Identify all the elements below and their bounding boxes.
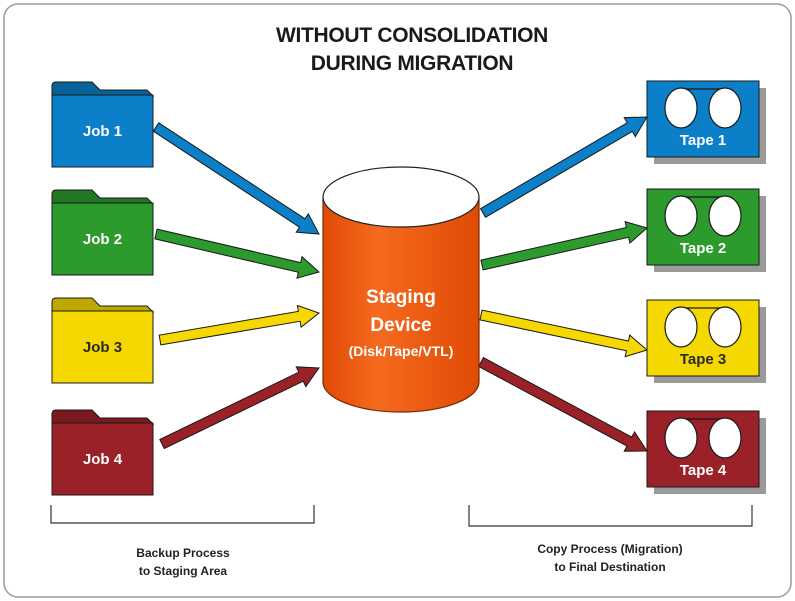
title-line-1: WITHOUT CONSOLIDATION — [276, 24, 548, 47]
caption-right-line-2: to Final Destination — [554, 560, 665, 574]
jobs-group: Job 1 Job 2 Job 3 Job 4 — [51, 81, 155, 496]
tape-label: Tape 4 — [680, 462, 727, 479]
arrow-staging-to-tape-3 — [479, 309, 649, 358]
tape-label: Tape 2 — [680, 240, 726, 257]
tape-reel-right — [708, 87, 742, 129]
tape-label: Tape 3 — [680, 351, 726, 368]
caption-left-line-2: to Staging Area — [139, 564, 228, 578]
tape-body — [646, 299, 760, 377]
tape-label: Tape 1 — [680, 132, 726, 149]
tape-reel-left — [664, 87, 698, 129]
job-folder-3: Job 3 — [51, 297, 155, 384]
tape-4: Tape 4 — [646, 410, 766, 494]
job-label: Job 2 — [83, 231, 122, 248]
arrow-job-4-to-staging — [159, 366, 320, 450]
title-line-2: DURING MIGRATION — [311, 52, 513, 75]
arrow-staging-to-tape-4 — [477, 356, 648, 452]
staging-device-cylinder: Staging Device (Disk/Tape/VTL) — [322, 166, 480, 413]
folder-body — [51, 202, 154, 276]
job-folder-4: Job 4 — [51, 409, 155, 496]
arrow-staging-to-tape-2 — [480, 220, 649, 271]
tapes-group: Tape 1 Tape 2 Tape 3 Tape 4 — [646, 80, 766, 494]
arrow-job-1-to-staging — [152, 122, 320, 235]
folder-body — [51, 422, 154, 496]
tape-body — [646, 80, 760, 158]
job-folder-1: Job 1 — [51, 81, 155, 168]
tape-1: Tape 1 — [646, 80, 766, 164]
tape-reel-left — [664, 306, 698, 348]
folder-tab — [51, 297, 155, 313]
folder-tab — [51, 81, 155, 97]
job-folder-2: Job 2 — [51, 189, 155, 276]
folder-tab — [51, 189, 155, 205]
staging-label-line-1: Staging — [366, 287, 436, 308]
staging-label-line-3: (Disk/Tape/VTL) — [349, 343, 454, 359]
tape-reel-right — [708, 306, 742, 348]
staging-label-line-2: Device — [370, 315, 431, 336]
job-label: Job 3 — [83, 339, 122, 356]
tape-reel-left — [664, 417, 698, 459]
folder-body — [51, 94, 154, 168]
tape-reel-left — [664, 195, 698, 237]
arrow-job-2-to-staging — [154, 228, 321, 279]
right-bracket — [468, 505, 753, 527]
arrows-group — [152, 116, 649, 452]
tape-reel-right — [708, 417, 742, 459]
caption-right-line-1: Copy Process (Migration) — [537, 542, 682, 556]
job-label: Job 1 — [83, 123, 122, 140]
staging-cylinder-body — [322, 196, 480, 413]
caption-left-line-1: Backup Process — [136, 546, 230, 560]
staging-cylinder-top — [322, 166, 480, 228]
tape-2: Tape 2 — [646, 188, 766, 272]
job-label: Job 4 — [83, 451, 123, 468]
folder-tab — [51, 409, 155, 425]
left-bracket — [50, 505, 315, 524]
tape-3: Tape 3 — [646, 299, 766, 383]
folder-body — [51, 310, 154, 384]
arrow-staging-to-tape-1 — [479, 116, 648, 218]
tape-body — [646, 410, 760, 488]
tape-reel-right — [708, 195, 742, 237]
tape-body — [646, 188, 760, 266]
arrow-job-3-to-staging — [158, 304, 321, 346]
